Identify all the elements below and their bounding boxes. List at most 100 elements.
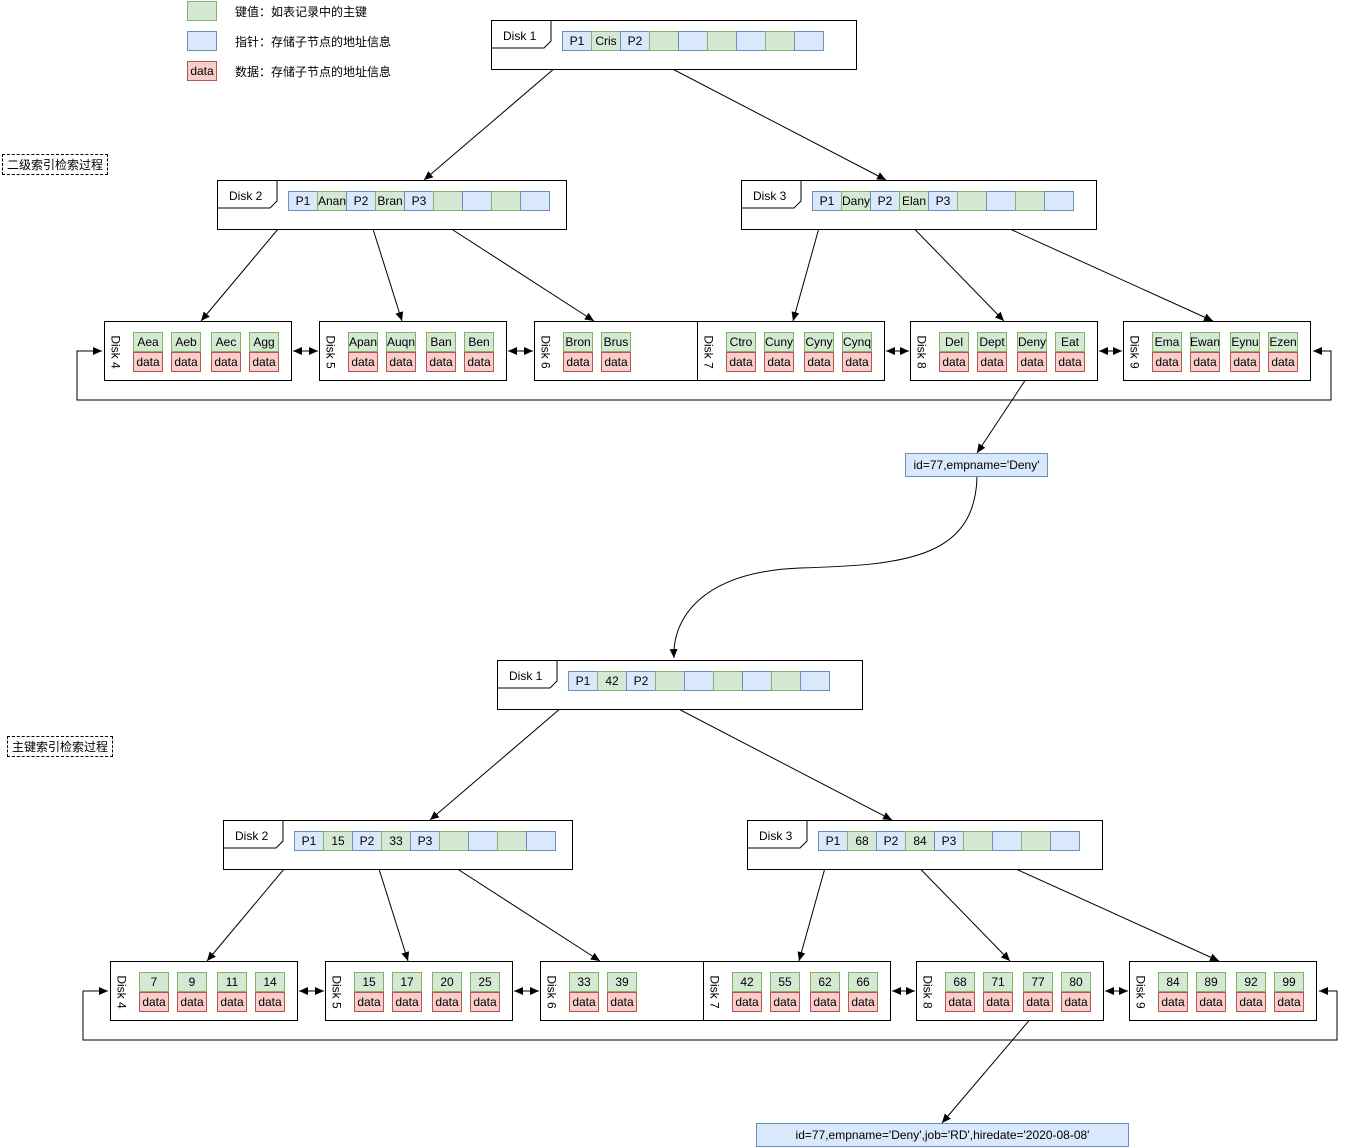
disk-label: Disk 1 [503, 29, 537, 43]
leaf-disk-label-text: Disk 8 [915, 335, 929, 369]
key-cell [707, 31, 737, 51]
leaf-key-cell: 92 [1236, 972, 1266, 992]
leaf-data-cell: data [1017, 352, 1047, 372]
leaf-key-cell: Cynq [842, 332, 872, 352]
pointer-cell: P2 [352, 831, 382, 851]
leaf-key-cell: Aeb [171, 332, 201, 352]
leaf-disk-label-text: Disk 4 [109, 335, 123, 369]
leaf-data-cell: data [770, 992, 800, 1012]
leaf-data-cell: data [1236, 992, 1266, 1012]
leaf-key-cell: 39 [607, 972, 637, 992]
leaf-data-cell: data [1274, 992, 1304, 1012]
leaf-key-cell: 33 [569, 972, 599, 992]
leaf-data-cell: data [392, 992, 422, 1012]
pointer-cell [678, 31, 708, 51]
pointer-cell: P1 [562, 31, 592, 51]
leaf-key-cell: Ewan [1190, 332, 1220, 352]
leaf-disk-label-text: Disk 4 [115, 975, 129, 1009]
primary-edge-leaf-to-result [941, 1009, 1039, 1124]
leaf-key-cell: Aea [133, 332, 163, 352]
leaf-key-cell: Ema [1152, 332, 1182, 352]
leaf-disk-label-text: Disk 6 [539, 335, 553, 369]
secondary-edge-leaf-to-result [976, 369, 1033, 454]
leaf-data-cell: data [842, 352, 872, 372]
disk-label: Disk 3 [753, 189, 787, 203]
leaf-key-cell: Eat [1055, 332, 1085, 352]
key-cell: 15 [323, 831, 353, 851]
leaf-data-cell: data [726, 352, 756, 372]
leaf-data-cell: data [133, 352, 163, 372]
leaf-data-cell: data [1190, 352, 1220, 372]
leaf-key-cell: 66 [848, 972, 878, 992]
leaf-data-cell: data [810, 992, 840, 1012]
key-cell [771, 671, 801, 691]
key-cell [765, 31, 795, 51]
disk-tab-shape [224, 821, 284, 849]
leaf-disk-label-text: Disk 7 [702, 335, 716, 369]
leaf-key-cell: Dept [977, 332, 1007, 352]
legend-pointer-text: 指针：存储子节点的地址信息 [235, 34, 392, 49]
disk-label: Disk 1 [509, 669, 543, 683]
leaf-data-cell: data [1055, 352, 1085, 372]
leaf-key-cell: Del [939, 332, 969, 352]
leaf-disk-label: Disk 4 [107, 322, 125, 382]
leaf-key-cell: Agg [249, 332, 279, 352]
primary-index-label: 主键索引检索过程 [7, 736, 114, 757]
disk-label: Disk 2 [235, 829, 269, 843]
leaf-key-cell: 84 [1158, 972, 1188, 992]
key-cell: Dany [841, 191, 871, 211]
leaf-data-cell: data [354, 992, 384, 1012]
key-cell [957, 191, 987, 211]
secondary-result-record: id=77,empname='Deny' [905, 453, 1048, 477]
pointer-cell: P1 [818, 831, 848, 851]
key-cell: 42 [597, 671, 627, 691]
pointer-cell [684, 671, 714, 691]
secondary-index-label: 二级索引检索过程 [2, 154, 109, 175]
leaf-data-cell: data [939, 352, 969, 372]
leaf-disk-label-text: Disk 9 [1134, 975, 1148, 1009]
leaf-data-cell: data [177, 992, 207, 1012]
pointer-cell: P1 [568, 671, 598, 691]
leaf-key-cell: Eynu [1230, 332, 1260, 352]
pointer-cell [992, 831, 1022, 851]
leaf-data-cell: data [1268, 352, 1298, 372]
pointer-cell: P3 [934, 831, 964, 851]
leaf-key-cell: 20 [432, 972, 462, 992]
pointer-cell [462, 191, 492, 211]
leaf-disk-label: Disk 6 [537, 322, 555, 382]
pointer-cell: P1 [294, 831, 324, 851]
pointer-cell [986, 191, 1016, 211]
leaf-key-cell: 11 [217, 972, 247, 992]
primary-edge-leaf-wrap [82, 987, 1338, 1041]
legend-key-swatch [187, 1, 217, 21]
